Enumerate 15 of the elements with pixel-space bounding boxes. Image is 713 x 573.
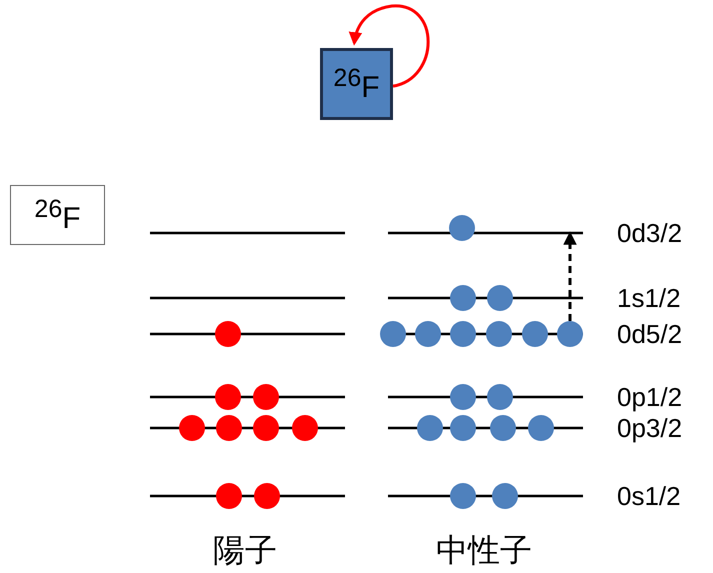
- nucleus-label-box: [10, 185, 105, 245]
- neutron-dot: [557, 321, 583, 347]
- level-label: 0d5/2: [617, 319, 682, 349]
- nucleus-box: [320, 48, 393, 120]
- level-label: 1s1/2: [617, 283, 681, 313]
- arrow: [563, 231, 577, 321]
- column-label: 陽子: [213, 535, 277, 565]
- arrow: [349, 4, 430, 88]
- isotope-label: $^{26}$F: [34, 194, 81, 236]
- level-label: 0p3/2: [617, 413, 682, 443]
- isotope-label: $^{26}$F: [333, 64, 380, 104]
- level-label: 0s1/2: [617, 481, 681, 511]
- level-label: 0p1/2: [617, 382, 682, 412]
- column-label: 中性子: [436, 535, 532, 565]
- level-label: 0d3/2: [617, 218, 682, 248]
